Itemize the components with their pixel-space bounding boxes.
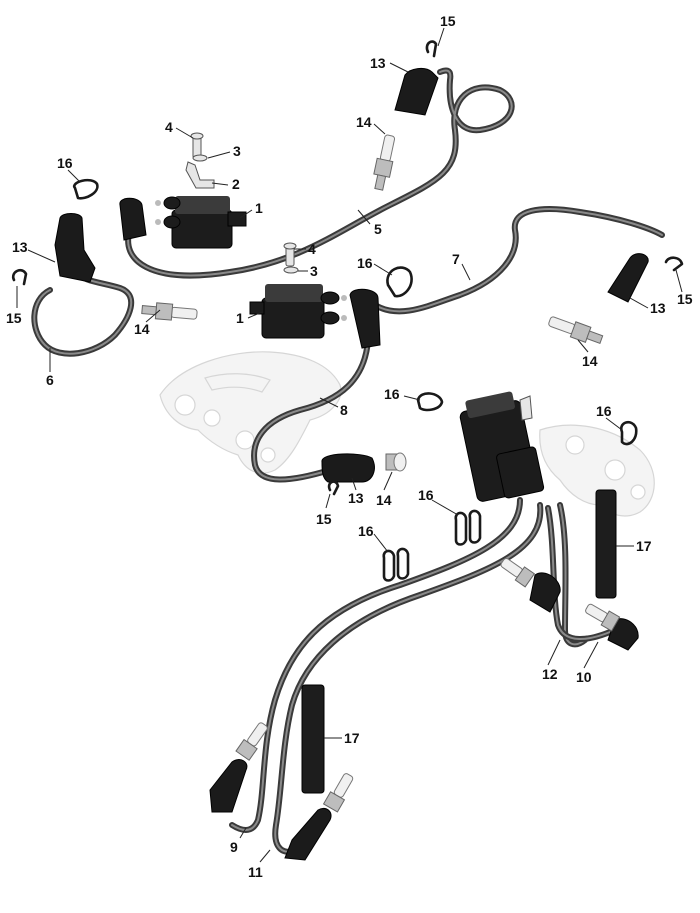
callout-14: 14 <box>356 114 372 130</box>
callout-1: 1 <box>255 200 263 216</box>
callout-12: 12 <box>542 666 558 682</box>
callout-16: 16 <box>384 386 400 402</box>
boot-13-lower-center <box>284 807 332 861</box>
ignition-wire-8 <box>251 337 371 483</box>
protective-sleeves <box>301 489 617 794</box>
clip-15-right <box>664 256 684 272</box>
ignition-wire-7 <box>372 206 665 315</box>
boot-13-mid-coil <box>349 288 381 349</box>
boot-13-top <box>394 67 439 116</box>
clamp-16-e1 <box>454 511 468 546</box>
callout-14: 14 <box>582 353 598 369</box>
ignition-wires <box>31 67 665 855</box>
callout-5: 5 <box>374 221 382 237</box>
spark-plug-14-center <box>385 452 407 472</box>
ignition-coil-upper <box>155 196 247 249</box>
callout-4: 4 <box>165 119 173 135</box>
callout-13: 13 <box>370 55 386 71</box>
callout-16: 16 <box>57 155 73 171</box>
callout-17: 17 <box>344 730 360 746</box>
ignition-wire-5 <box>125 67 515 279</box>
spark-plug-14-lower-left <box>235 722 268 761</box>
boot-13-center <box>321 453 375 483</box>
spark-plug-boots <box>54 67 649 861</box>
clamp-16-f2 <box>396 547 410 580</box>
callout-16: 16 <box>357 255 373 271</box>
clamp-16-a <box>73 178 99 200</box>
callout-7: 7 <box>452 251 460 267</box>
leader-lines <box>16 27 683 863</box>
callout-3: 3 <box>310 263 318 279</box>
clamp-16-c <box>416 392 444 412</box>
callout-4: 4 <box>308 241 316 257</box>
boot-13-lower-right-a <box>529 572 561 613</box>
ignition-wire-6 <box>31 269 135 357</box>
callout-13: 13 <box>12 239 28 255</box>
callout-labels: 15 13 14 4 3 2 1 16 5 13 15 14 6 4 3 16 … <box>6 13 693 880</box>
clip-15-left <box>11 268 28 286</box>
spark-plug-14-right <box>548 316 604 344</box>
boot-13-right <box>607 253 649 303</box>
callout-15: 15 <box>316 511 332 527</box>
callout-13: 13 <box>650 300 666 316</box>
callout-8: 8 <box>340 402 348 418</box>
clip-15-center <box>327 480 340 496</box>
callout-3: 3 <box>233 143 241 159</box>
spark-plugs <box>141 134 621 813</box>
callout-15: 15 <box>440 13 456 29</box>
intake-manifold-left-ghost <box>159 351 342 474</box>
callout-14: 14 <box>376 492 392 508</box>
callout-1: 1 <box>236 310 244 326</box>
spark-plug-14-top <box>373 134 396 191</box>
callout-6: 6 <box>46 372 54 388</box>
ignition-coil-right <box>459 391 545 502</box>
boot-13-left <box>54 213 96 283</box>
callout-15: 15 <box>677 291 693 307</box>
ignition-wire-11 <box>272 502 544 855</box>
clamp-16-e2 <box>468 509 482 544</box>
spark-plug-14-left <box>141 302 198 321</box>
sleeve-17-right <box>595 489 617 599</box>
callout-13: 13 <box>348 490 364 506</box>
sleeve-17-left <box>301 684 325 794</box>
callout-11: 11 <box>248 864 263 880</box>
ignition-wire-10 <box>545 505 613 642</box>
ignition-wire-9 <box>229 497 523 833</box>
callout-2: 2 <box>232 176 240 192</box>
intake-manifold-right-ghost <box>539 424 655 517</box>
ignition-coil-lower <box>249 284 347 339</box>
clamp-16-f1 <box>382 549 396 582</box>
callout-16: 16 <box>358 523 374 539</box>
retaining-clips <box>11 40 684 496</box>
spark-plug-14-lower-right-a <box>500 557 536 588</box>
spark-plug-14-lower-center <box>322 773 354 813</box>
clamp-16-d <box>620 420 638 446</box>
spark-plug-14-lower-right-b <box>585 603 621 632</box>
boot-13-lower-right-b <box>607 618 639 651</box>
clip-15-top <box>425 40 438 58</box>
mounting-hardware <box>185 132 299 274</box>
clamp-16-b <box>386 266 413 298</box>
callout-17: 17 <box>636 538 652 554</box>
callout-16: 16 <box>596 403 612 419</box>
ignition-wire-12 <box>557 502 588 648</box>
callout-10: 10 <box>576 669 592 685</box>
callout-9: 9 <box>230 839 238 855</box>
callout-16: 16 <box>418 487 434 503</box>
boot-13-upper-coil <box>119 197 147 241</box>
boot-13-lower-left <box>209 759 248 813</box>
callout-15: 15 <box>6 310 22 326</box>
callout-14: 14 <box>134 321 150 337</box>
